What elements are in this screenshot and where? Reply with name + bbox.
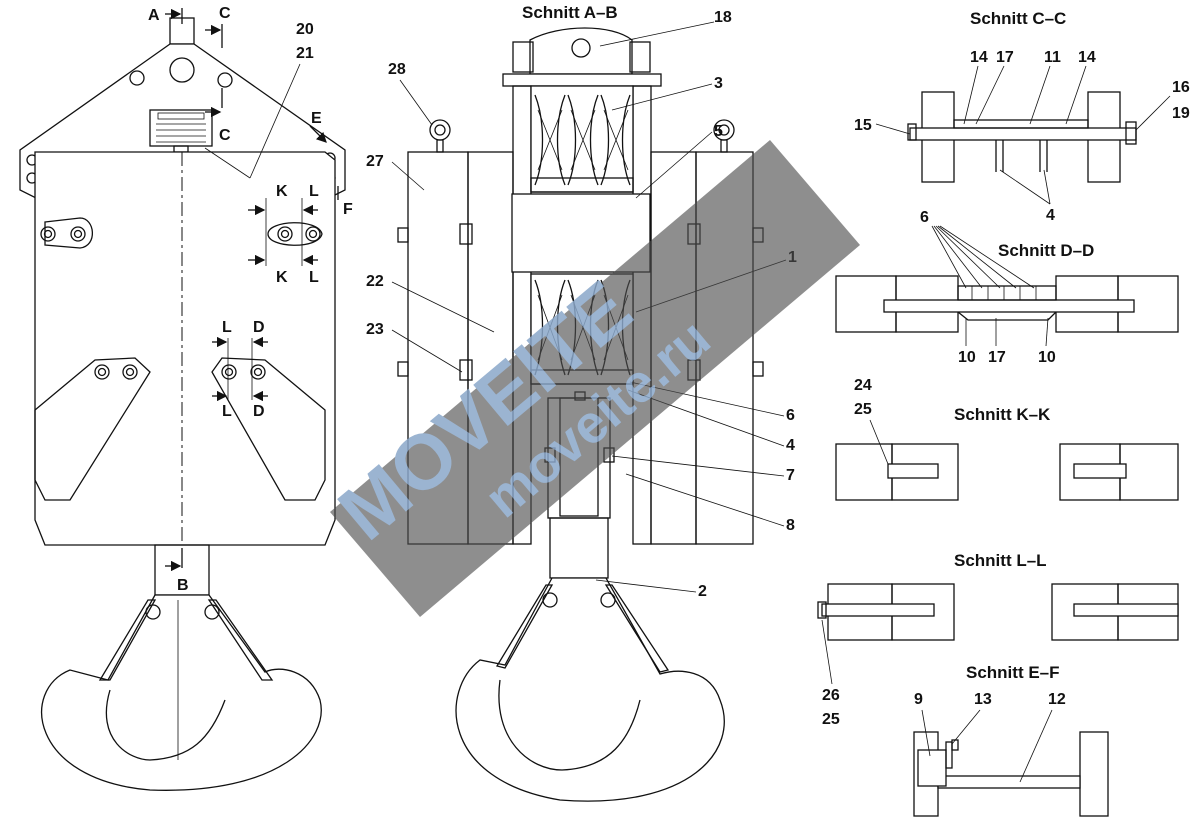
- callout-23: 23: [366, 321, 384, 338]
- cut-letter-l-low: L: [222, 403, 232, 420]
- cut-letter-d-top: D: [253, 319, 265, 336]
- callout-14-cc-left: 14: [970, 49, 988, 66]
- cut-letter-b: B: [177, 577, 189, 594]
- callout-13: 13: [974, 691, 992, 708]
- callout-11: 11: [1044, 49, 1061, 66]
- callout-3: 3: [714, 75, 723, 92]
- cut-letter-l-top: L: [309, 183, 319, 200]
- section-kk-view: Schnitt K–K 24 25: [835, 377, 1179, 501]
- section-title-ll: Schnitt L–L: [954, 551, 1047, 570]
- callout-17-dd: 17: [988, 349, 1006, 366]
- callout-5: 5: [714, 123, 723, 140]
- callout-6-ab: 6: [786, 407, 795, 424]
- cut-letter-f: F: [343, 201, 353, 218]
- callout-22: 22: [366, 273, 384, 290]
- cut-letter-k-top: K: [276, 183, 288, 200]
- callout-20: 20: [296, 21, 314, 38]
- callout-4-ab: 4: [786, 437, 795, 454]
- callout-28: 28: [388, 61, 406, 78]
- section-title-dd: Schnitt D–D: [998, 241, 1094, 260]
- front-view: A C C B E F K L K L L D L D 2: [19, 5, 353, 791]
- callout-8: 8: [786, 517, 795, 534]
- callout-6-dd: 6: [920, 209, 929, 226]
- cut-letter-l-mid: L: [222, 319, 232, 336]
- callout-2: 2: [698, 583, 707, 600]
- callout-27: 27: [366, 153, 384, 170]
- section-ef-view: Schnitt E–F 9 13 12: [913, 663, 1109, 817]
- callout-4-cc: 4: [1046, 207, 1055, 224]
- callout-12: 12: [1048, 691, 1066, 708]
- callout-19: 19: [1172, 105, 1190, 122]
- callout-26: 26: [822, 687, 840, 704]
- callout-14-cc-right: 14: [1078, 49, 1096, 66]
- cut-letter-k-bottom: K: [276, 269, 288, 286]
- callout-25-kk: 25: [854, 401, 872, 418]
- cut-letter-c-top: C: [219, 5, 231, 22]
- callout-24: 24: [854, 377, 872, 394]
- cut-letter-d-bottom: D: [253, 403, 265, 420]
- callout-15: 15: [854, 117, 872, 134]
- callout-10-dd-left: 10: [958, 349, 976, 366]
- callout-16: 16: [1172, 79, 1190, 96]
- section-title-cc: Schnitt C–C: [970, 9, 1066, 28]
- section-title-ab: Schnitt A–B: [522, 3, 618, 22]
- callout-25-ll: 25: [822, 711, 840, 728]
- callout-9: 9: [914, 691, 923, 708]
- callout-18: 18: [714, 9, 732, 26]
- cut-letter-a: A: [148, 7, 160, 24]
- cut-letter-c-bottom: C: [219, 127, 231, 144]
- section-dd-view: Schnitt D–D 6 10 17 10: [835, 209, 1179, 366]
- cut-letter-l-bottom: L: [309, 269, 319, 286]
- cut-letter-e: E: [311, 110, 322, 127]
- section-title-kk: Schnitt K–K: [954, 405, 1051, 424]
- section-ll-view: Schnitt L–L 26 25: [817, 551, 1179, 728]
- callout-21: 21: [296, 45, 314, 62]
- callout-7: 7: [786, 467, 795, 484]
- section-title-ef: Schnitt E–F: [966, 663, 1060, 682]
- callout-10-dd-right: 10: [1038, 349, 1056, 366]
- section-cc-view: Schnitt C–C 14 17 11 14 16 19 15 4: [854, 9, 1190, 224]
- callout-17-cc: 17: [996, 49, 1014, 66]
